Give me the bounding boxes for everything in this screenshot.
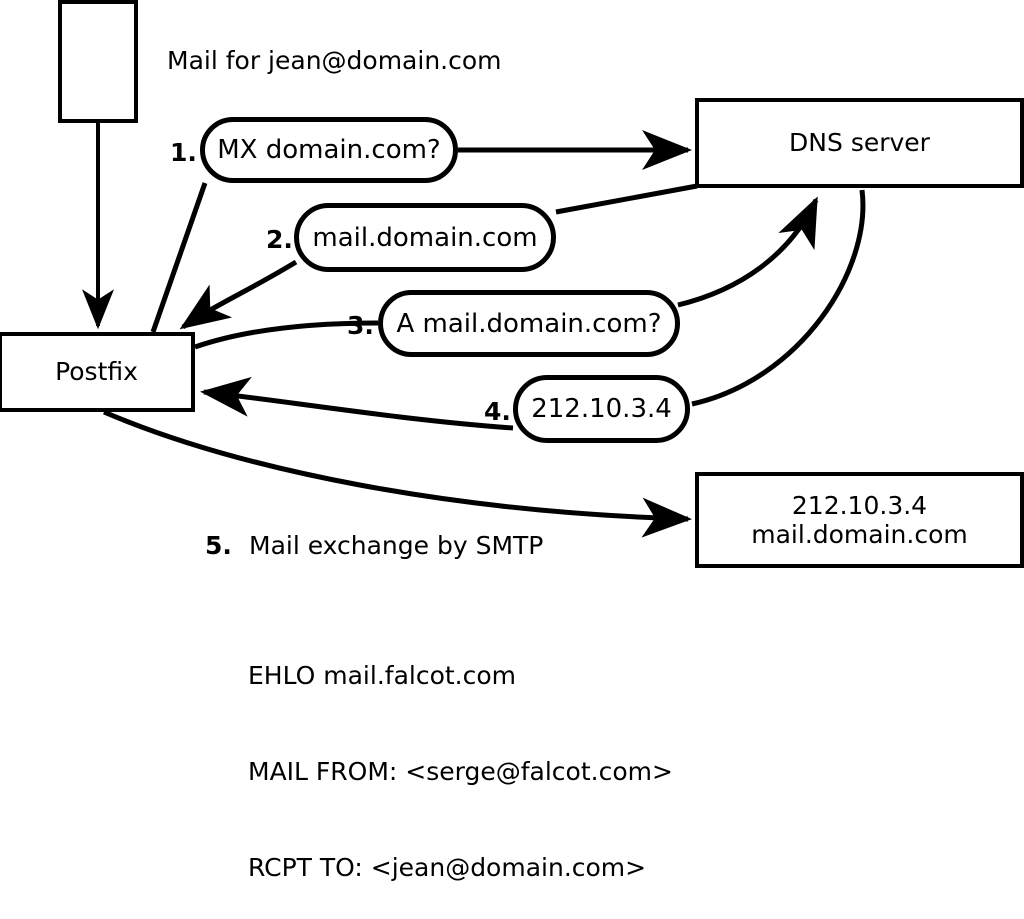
target-box-ip: 212.10.3.4: [791, 490, 928, 520]
transcript-line: MAIL FROM: <serge@falcot.com>: [248, 757, 673, 786]
step-pill-3-a-query: A mail.domain.com?: [378, 290, 680, 357]
dns-server-box: DNS server: [695, 98, 1024, 188]
step-number-4: 4.: [484, 397, 511, 426]
connector-step2-to-postfix: [179, 259, 298, 330]
postfix-box-label: Postfix: [55, 357, 138, 387]
step-pill-4-a-answer: 212.10.3.4: [513, 375, 690, 443]
step-number-1: 1.: [170, 138, 197, 167]
dns-server-box-label: DNS server: [789, 128, 930, 158]
step-pill-1-mx-query: MX domain.com?: [200, 117, 458, 183]
step-number-2: 2.: [266, 225, 293, 254]
step-number-3: 3.: [347, 311, 374, 340]
target-mail-server-box: 212.10.3.4 mail.domain.com: [695, 472, 1024, 568]
page-title: Mail for jean@domain.com: [167, 46, 502, 75]
connector-step3-to-dns: [677, 196, 819, 308]
smtp-transcript: EHLO mail.falcot.com MAIL FROM: <serge@f…: [248, 596, 673, 919]
connector-dns-to-step2: [555, 183, 698, 215]
step-pill-2-mx-answer: mail.domain.com: [294, 203, 556, 272]
connector-dns-to-step4: [691, 189, 866, 407]
transcript-line: EHLO mail.falcot.com: [248, 661, 517, 690]
transcript-line: RCPT TO: <jean@domain.com>: [248, 853, 647, 882]
step-5-label: Mail exchange by SMTP: [249, 531, 544, 560]
postfix-box: Postfix: [0, 332, 195, 412]
sender-box: [58, 0, 138, 123]
connector-postfix-to-step1: [150, 182, 208, 333]
step-number-5: 5.: [205, 531, 232, 560]
connector-step4-to-postfix: [200, 376, 514, 431]
target-box-hostname: mail.domain.com: [751, 520, 968, 549]
